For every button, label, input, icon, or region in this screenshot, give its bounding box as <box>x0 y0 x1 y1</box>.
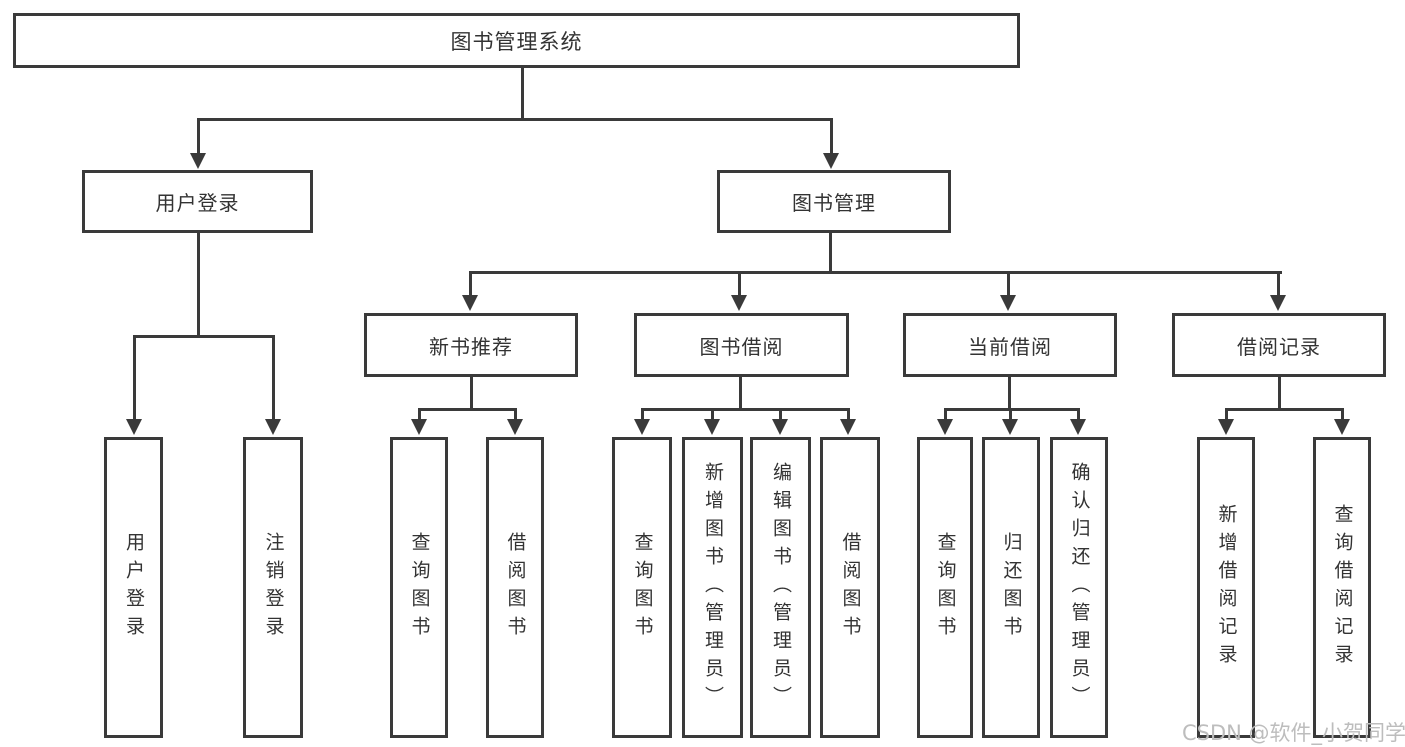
node-leaf-return-books: 归还图书 <box>982 437 1040 738</box>
node-leaf-query-books-2: 查询图书 <box>612 437 672 738</box>
node-user-login: 用户登录 <box>82 170 313 233</box>
arrow-to-book-borrow-child1 <box>633 408 651 435</box>
node-book-management-label: 图书管理 <box>792 191 876 215</box>
connector-book-borrow-stem <box>739 376 742 409</box>
node-leaf-add-borrow-record: 新增借阅记录 <box>1197 437 1255 738</box>
node-leaf-add-books-admin: 新增图书（管理员） <box>682 437 743 738</box>
arrow-to-user-login <box>189 118 207 169</box>
arrow-to-new-book <box>461 271 479 311</box>
node-borrow-record-label: 借阅记录 <box>1237 334 1321 359</box>
arrow-to-book-management <box>822 118 840 169</box>
node-leaf-borrow-books-1: 借阅图书 <box>486 437 544 738</box>
connector-book-management-stem <box>829 232 832 272</box>
node-user-login-label: 用户登录 <box>155 191 240 215</box>
node-leaf-query-books-3-label: 查询图书 <box>934 531 957 644</box>
arrow-to-borrow-record-child1 <box>1217 408 1235 435</box>
node-leaf-add-books-admin-label: 新增图书（管理员） <box>702 461 724 714</box>
node-leaf-borrow-books-1-label: 借阅图书 <box>504 531 527 644</box>
connector-borrow-record-stem <box>1278 376 1281 409</box>
node-new-book-recommend: 新书推荐 <box>364 313 578 377</box>
connector-borrow-record-branch <box>1225 408 1344 411</box>
connector-user-login-branch <box>134 335 275 338</box>
node-root-system: 图书管理系统 <box>13 13 1020 68</box>
node-leaf-add-borrow-record-label: 新增借阅记录 <box>1215 503 1238 672</box>
node-book-management: 图书管理 <box>717 170 951 233</box>
arrow-to-user-login-child1 <box>125 335 143 435</box>
node-leaf-user-login: 用户登录 <box>104 437 163 738</box>
connector-user-login-stem <box>197 232 200 336</box>
arrow-to-borrow-record-child2 <box>1333 408 1351 435</box>
arrow-to-current-borrow-child2 <box>1001 408 1019 435</box>
node-leaf-confirm-return-admin-label: 确认归还（管理员） <box>1068 461 1091 714</box>
node-leaf-query-books-2-label: 查询图书 <box>631 531 654 644</box>
connector-new-book-stem <box>470 376 473 409</box>
node-leaf-query-borrow-record: 查询借阅记录 <box>1313 437 1371 738</box>
node-current-borrow-label: 当前借阅 <box>968 334 1052 359</box>
arrow-to-book-borrow-child3 <box>771 408 789 435</box>
node-leaf-borrow-books-2: 借阅图书 <box>820 437 880 738</box>
connector-root-stem <box>521 66 524 119</box>
node-leaf-edit-books-admin: 编辑图书（管理员） <box>750 437 811 738</box>
node-leaf-query-books-1: 查询图书 <box>390 437 448 738</box>
connector-book-borrow-branch <box>641 408 850 411</box>
arrow-to-new-book-child2 <box>506 408 524 435</box>
node-leaf-confirm-return-admin: 确认归还（管理员） <box>1050 437 1108 738</box>
connector-book-management-branch <box>469 271 1282 274</box>
node-borrow-record: 借阅记录 <box>1172 313 1386 377</box>
connector-current-borrow-stem <box>1008 376 1011 409</box>
node-book-borrow-label: 图书借阅 <box>699 334 784 359</box>
connector-root-branch <box>197 118 833 121</box>
node-leaf-query-borrow-record-label: 查询借阅记录 <box>1331 503 1354 672</box>
node-leaf-return-books-label: 归还图书 <box>1000 531 1023 644</box>
node-new-book-recommend-label: 新书推荐 <box>429 334 513 359</box>
arrow-to-borrow-record <box>1269 271 1287 311</box>
node-leaf-logout: 注销登录 <box>243 437 303 738</box>
node-leaf-query-books-1-label: 查询图书 <box>408 531 431 644</box>
arrow-to-book-borrow <box>730 271 748 311</box>
arrow-to-user-login-child2 <box>264 335 282 435</box>
arrow-to-new-book-child1 <box>410 408 428 435</box>
node-leaf-logout-label: 注销登录 <box>262 531 285 644</box>
arrow-to-book-borrow-child2 <box>703 408 721 435</box>
connector-current-borrow-branch <box>944 408 1080 411</box>
watermark-text: CSDN @软件_小贺同学 <box>1182 721 1405 745</box>
node-current-borrow: 当前借阅 <box>903 313 1117 377</box>
arrow-to-current-borrow <box>999 271 1017 311</box>
node-leaf-query-books-3: 查询图书 <box>917 437 973 738</box>
node-leaf-edit-books-admin-label: 编辑图书（管理员） <box>770 461 792 714</box>
node-root-system-label: 图书管理系统 <box>450 29 583 54</box>
arrow-to-current-borrow-child1 <box>936 408 954 435</box>
arrow-to-book-borrow-child4 <box>839 408 857 435</box>
arrow-to-current-borrow-child3 <box>1069 408 1087 435</box>
connector-new-book-branch <box>418 408 517 411</box>
node-leaf-borrow-books-2-label: 借阅图书 <box>839 531 862 644</box>
node-book-borrow: 图书借阅 <box>634 313 849 377</box>
node-leaf-user-login-label: 用户登录 <box>123 531 145 644</box>
